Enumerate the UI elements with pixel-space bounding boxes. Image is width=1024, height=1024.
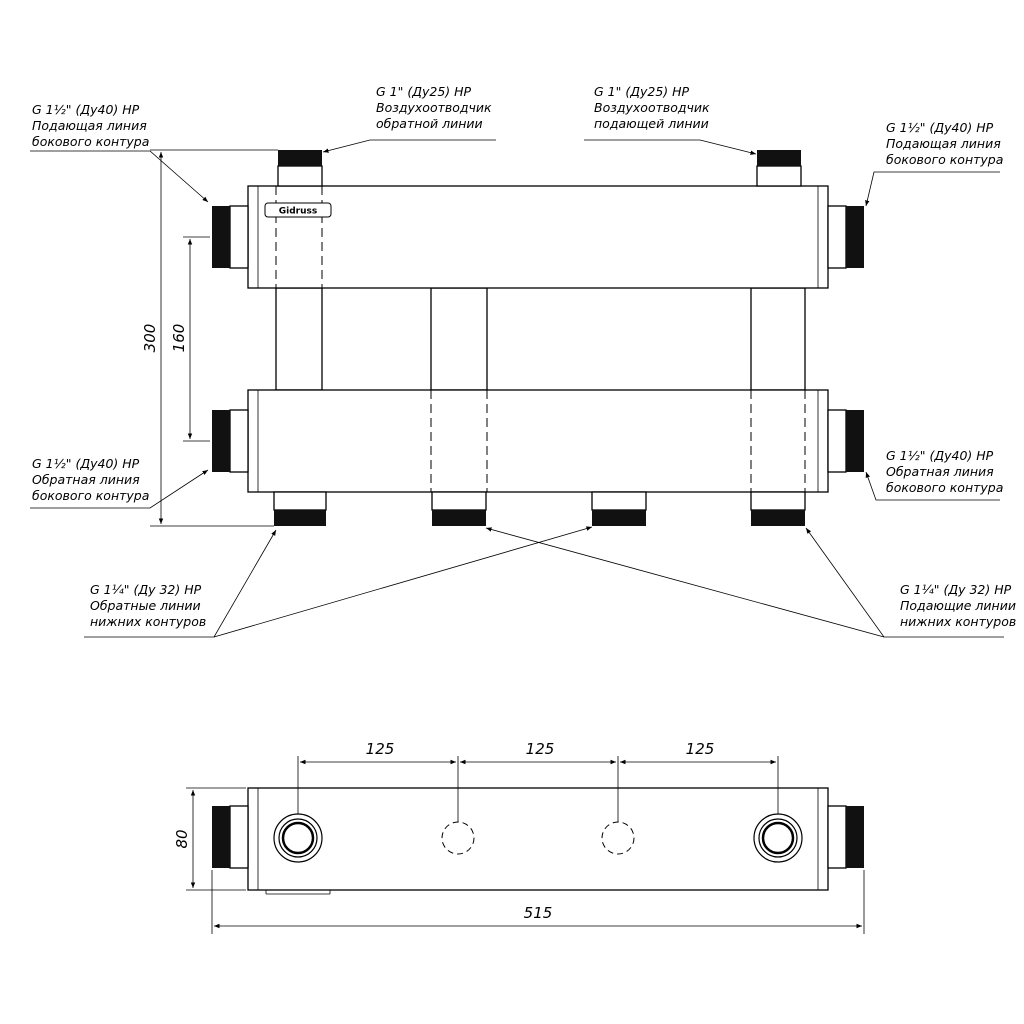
label-top-left: G 1½" (Ду40) НР Подающая линия бокового …: [32, 102, 151, 149]
svg-text:125: 125: [526, 740, 555, 758]
bottom-nipple-2: [431, 491, 487, 526]
bottom-nipple-1: [273, 491, 327, 526]
logo-plate: [264, 202, 332, 218]
logo: Gidruss: [279, 207, 317, 217]
label-top-air-return: G 1" (Ду25) НР Воздухоотводчик обратной …: [376, 84, 496, 131]
supply-air-vent-nipple: [756, 150, 802, 187]
label-bottom-left: G 1½" (Ду40) НР Обратная линия бокового …: [32, 456, 149, 503]
right-connecting-pipe: [750, 287, 806, 391]
svg-text:80: 80: [173, 829, 191, 848]
label-return-lower-contours: G 1¼" (Ду 32) НР Обратные линии нижних к…: [90, 582, 206, 629]
svg-text:125: 125: [686, 740, 715, 758]
lower-header: [247, 389, 829, 493]
svg-text:160: 160: [170, 324, 188, 353]
right-upper-side-nipple: [827, 205, 864, 269]
left-connecting-pipe: [275, 287, 323, 391]
leader-lines: [30, 139, 1004, 638]
bottom-nipple-3: [591, 491, 647, 526]
overall-height-dimension: 300: [141, 149, 278, 527]
right-lower-side-nipple: [827, 409, 864, 473]
svg-text:125: 125: [366, 740, 395, 758]
total-length-dimension: 515: [211, 870, 865, 934]
left-lower-side-nipple: [212, 409, 249, 473]
label-top-right: G 1½" (Ду40) НР Подающая линия бокового …: [886, 120, 1005, 167]
depth-dimension: 80: [173, 787, 246, 891]
axis-spacing-dimension: 160: [170, 236, 210, 442]
pitch-dimensions: 125 125 125: [297, 740, 779, 822]
bottom-nipple-4: [750, 491, 806, 526]
label-supply-lower-contours: G 1¼" (Ду 32) НР Подающие линии нижних к…: [900, 582, 1020, 629]
label-top-air-supply: G 1" (Ду25) НР Воздухоотводчик подающей …: [594, 84, 714, 131]
middle-connecting-pipe: [430, 287, 488, 391]
svg-text:300: 300: [141, 324, 159, 353]
upper-header: [247, 185, 829, 289]
svg-text:515: 515: [524, 904, 553, 922]
bottom-view-right-nipple: [827, 805, 864, 869]
label-bottom-right: G 1½" (Ду40) НР Обратная линия бокового …: [886, 448, 1003, 495]
left-upper-side-nipple: [212, 205, 249, 269]
bottom-view-left-nipple: [212, 805, 249, 869]
bottom-view: 125 125 125 80 515: [173, 740, 865, 934]
front-view: Gidruss: [30, 84, 1020, 638]
return-air-vent-nipple: [277, 150, 323, 187]
bottom-view-body: [247, 787, 829, 891]
outlet-4: [753, 813, 803, 863]
